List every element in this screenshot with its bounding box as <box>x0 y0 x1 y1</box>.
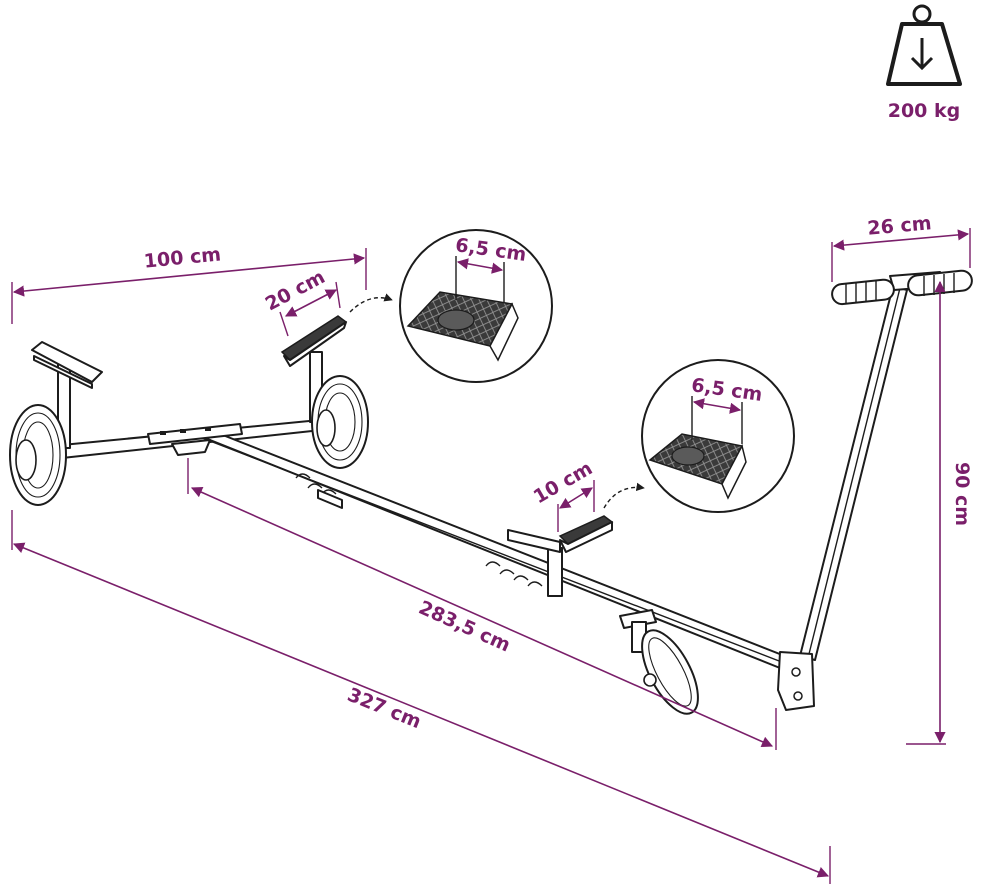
front-pad-length-dimension <box>285 289 337 317</box>
handle-width-dimension <box>832 229 970 251</box>
load-capacity-label: 200 kg <box>888 100 961 122</box>
total-length-label: 327 cm <box>344 684 424 733</box>
handle-width-label: 26 cm <box>867 212 933 240</box>
front-axle-width-label: 100 cm <box>143 243 222 272</box>
front-left-wheel <box>9 404 67 506</box>
front-pad-pointer-arrow <box>349 293 393 313</box>
front-axle-width-dimension <box>12 253 366 297</box>
frame-length-label: 283,5 cm <box>415 597 513 657</box>
rear-pad-detail <box>641 359 795 513</box>
handle-height-label: 90 cm <box>951 462 973 526</box>
rear-pad-length-label: 10 cm <box>530 457 597 508</box>
total-length-dimension <box>12 542 830 878</box>
rear-pad-pointer-arrow <box>603 482 645 509</box>
front-pad-detail <box>399 229 553 383</box>
weight-icon <box>886 4 962 86</box>
front-right-wheel <box>311 375 369 469</box>
front-pad-length-label: 20 cm <box>262 266 329 316</box>
